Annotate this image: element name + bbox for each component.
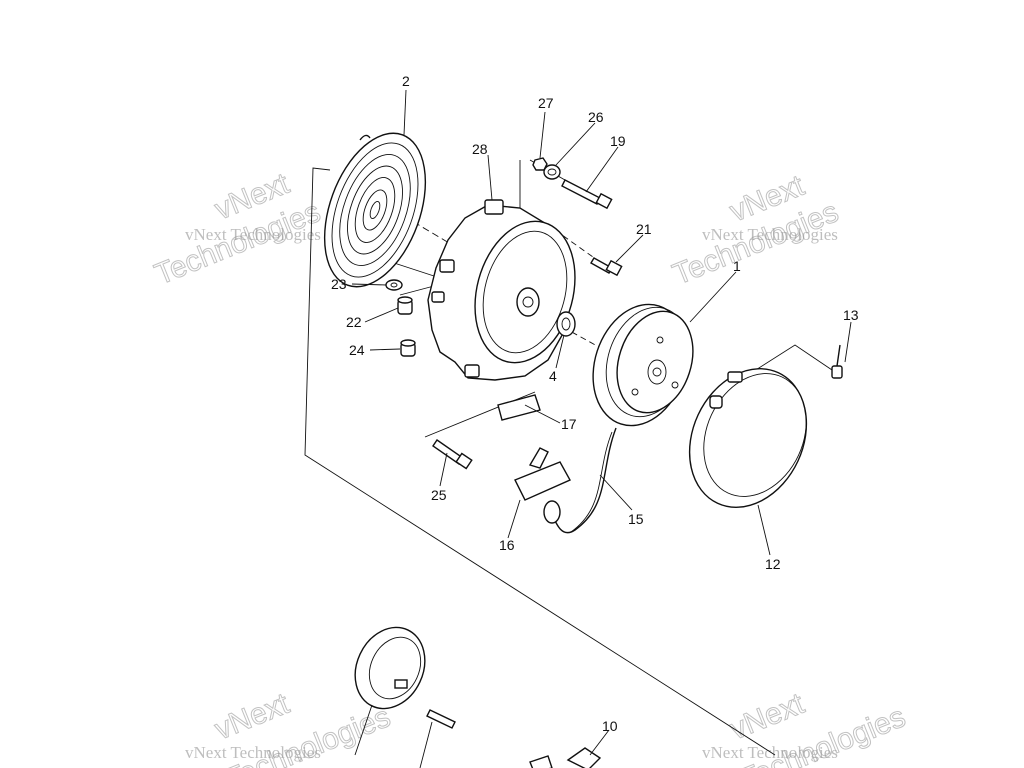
washer-23 (385, 279, 403, 291)
callout-21: 21 (636, 221, 652, 237)
handle-16 (514, 447, 571, 524)
watermark-top-left: vNext Technologies vNext Technologies (150, 166, 326, 292)
callout-15: 15 (628, 511, 644, 527)
callout-24: 24 (349, 342, 365, 358)
callout-4: 4 (549, 368, 557, 384)
watermark-top-right: vNext Technologies vNext Technologies (668, 168, 844, 292)
lower-ratchet-ring (354, 626, 426, 710)
bolt-21 (590, 257, 623, 277)
lower-bracket-10 (529, 747, 602, 768)
bolt-19 (561, 179, 613, 210)
callout-28: 28 (472, 141, 488, 157)
watermark-bottom-right: vNext Technologies vNext Technologies (702, 686, 910, 768)
callout-26: 26 (588, 109, 604, 125)
washer-4 (556, 311, 576, 337)
callout-23: 23 (331, 276, 347, 292)
callout-22: 22 (346, 314, 362, 330)
watermark-big-vnext: vNext (210, 687, 294, 747)
bushing-22 (397, 296, 413, 315)
callout-27: 27 (538, 95, 554, 111)
recoil-spring (323, 132, 427, 288)
callout-2: 2 (402, 73, 410, 89)
leader-lines (351, 89, 852, 768)
collar-26 (543, 164, 561, 180)
callout-10: 10 (602, 718, 618, 734)
lower-bolt (426, 709, 456, 729)
callout-19: 19 (610, 133, 626, 149)
callout-17: 17 (561, 416, 577, 432)
callout-labels: 2 27 26 19 28 21 1 13 23 22 24 4 17 25 1… (331, 73, 859, 734)
bolt-25 (432, 439, 473, 470)
watermark-line: vNext Technologies (185, 743, 321, 762)
plate-17 (497, 394, 541, 421)
watermark-line: vNext Technologies (702, 225, 838, 244)
nut-24 (400, 339, 416, 357)
bolt-13 (831, 344, 843, 379)
watermark-line: vNext Technologies (185, 225, 321, 244)
starter-housing (427, 199, 576, 381)
callout-1: 1 (733, 258, 741, 274)
watermark-line: vNext Technologies (702, 743, 838, 762)
callout-13: 13 (843, 307, 859, 323)
watermark-big-vnext: vNext (725, 687, 809, 747)
callout-16: 16 (499, 537, 515, 553)
callout-12: 12 (765, 556, 781, 572)
starter-cover (688, 368, 808, 508)
rope-reel (592, 303, 694, 427)
guide-line-22 (399, 285, 435, 296)
guide-line-main (304, 167, 776, 756)
callout-25: 25 (431, 487, 447, 503)
